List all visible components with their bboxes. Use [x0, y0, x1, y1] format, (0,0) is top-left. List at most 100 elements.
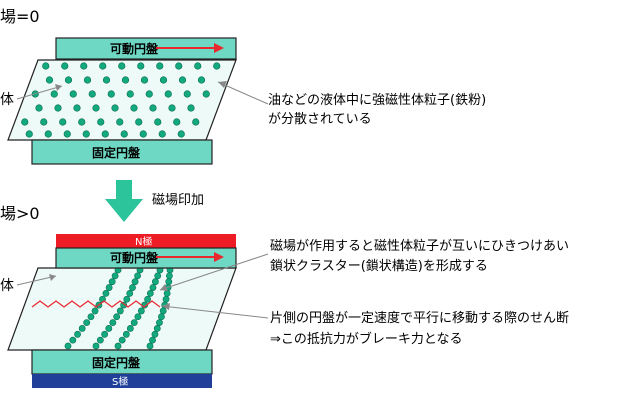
chain-particle: [158, 313, 165, 321]
dispersed-particle: [135, 118, 143, 126]
chain-leader-line: [159, 253, 269, 291]
dispersed-particle: [80, 62, 88, 70]
fluid-label-top: 体: [0, 92, 14, 108]
dispersed-particle: [175, 62, 183, 70]
dispersed-particle: [187, 104, 195, 112]
dispersed-particle: [197, 76, 206, 84]
chain-particle: [151, 330, 159, 338]
chain-particle: [137, 307, 145, 315]
dispersed-particle: [92, 104, 100, 112]
dispersed-particle: [40, 118, 48, 126]
chain-particle: [120, 301, 128, 309]
dispersed-particle: [145, 90, 153, 98]
top-heading: 場=0: [0, 7, 40, 26]
chain-particle: [91, 307, 99, 315]
chain-note-line-1: 磁場が作用すると磁性体粒子が互いにひきつけあい: [270, 239, 569, 254]
north-pole-label: N極: [135, 235, 152, 248]
chain-particle: [134, 272, 141, 280]
dispersed-particle: [213, 62, 221, 70]
chain-particle: [64, 342, 72, 350]
chain-particle: [131, 278, 139, 286]
dispersed-particle: [45, 76, 54, 84]
motion-arrow-top-icon: [156, 43, 224, 53]
shear-zigzag-line: [31, 300, 161, 308]
chain-particle: [126, 325, 134, 332]
dispersed-particle: [202, 90, 210, 98]
dispersed-particle: [130, 104, 138, 112]
chain-particle: [83, 319, 91, 327]
motion-arrow-bottom-icon: [156, 252, 224, 262]
dispersed-particle: [63, 130, 71, 138]
dispersed-particle: [50, 90, 58, 98]
dispersed-particle: [164, 90, 172, 98]
chain-particle: [105, 284, 113, 291]
dispersed-particle: [159, 76, 168, 84]
dispersed-particle: [192, 118, 200, 126]
shear-note-line-1: 片側の円盤が一定速度で平行に移動する際のせん断: [270, 310, 569, 326]
fluid-label-bottom: 体: [0, 278, 14, 294]
chain-note-line-2: 鎖状クラスター(鎖状構造)を形成する: [270, 258, 488, 274]
dispersion-note-line-2: が分散されている: [268, 112, 372, 127]
chain-particle: [159, 307, 167, 315]
chain-particle: [122, 330, 130, 338]
dispersed-particle: [178, 76, 187, 84]
dispersed-particle: [107, 90, 115, 98]
dispersed-particle: [154, 118, 162, 126]
chain-particle: [146, 289, 154, 297]
dispersed-particle: [54, 104, 62, 112]
fixed-disk-top-label: 固定円盤: [92, 145, 141, 160]
dispersed-particle: [102, 76, 111, 84]
chain-particle: [78, 325, 86, 332]
chain-particle: [129, 284, 136, 291]
dispersion-leader-line: [217, 81, 269, 105]
dispersed-particle: [140, 76, 149, 84]
chain-particle: [109, 319, 117, 327]
chain-particle: [101, 330, 109, 338]
chain-particle: [116, 307, 124, 315]
chain-particle: [108, 278, 116, 286]
dispersed-particle: [101, 130, 109, 138]
chain-particle: [69, 336, 77, 344]
dispersed-particle: [168, 104, 176, 112]
chain-particle: [154, 272, 162, 280]
moving-disk-top-label: 可動円盤: [110, 41, 159, 56]
dispersed-particle: [73, 104, 81, 112]
bottom-heading: 場>0: [0, 204, 40, 223]
dispersed-particle: [44, 130, 52, 138]
dispersed-particles: [21, 62, 221, 138]
north-pole-bar: [56, 234, 236, 248]
dispersed-particle: [61, 62, 69, 70]
dispersed-particle: [156, 62, 164, 70]
chain-particle: [134, 313, 142, 321]
chain-particle: [111, 272, 119, 280]
dispersed-particle: [111, 104, 119, 112]
dispersed-particle: [183, 90, 191, 98]
fluid-pointer-bottom-icon: [16, 274, 57, 286]
dispersed-particle: [69, 90, 77, 98]
dispersed-particle: [78, 118, 86, 126]
dispersed-particle: [173, 118, 181, 126]
fixed-disk-bottom-label: 固定円盤: [92, 355, 141, 370]
chain-particle: [118, 336, 126, 344]
chain-particle: [153, 325, 161, 332]
fixed-disk-bottom: [31, 349, 213, 375]
chain-particle: [144, 295, 151, 303]
shear-note-line-2: ⇒この抵抗力がブレーキ力となる: [270, 331, 463, 347]
dispersed-particle: [149, 104, 157, 112]
dispersed-particle: [137, 62, 145, 70]
moving-disk-bottom-label: 可動円盤: [110, 250, 159, 265]
chain-particle: [149, 336, 156, 344]
dispersed-particle: [64, 76, 73, 84]
dispersed-particle: [139, 130, 147, 138]
dispersed-particle: [83, 76, 92, 84]
moving-disk-bottom: [55, 247, 237, 269]
dispersed-particle: [116, 118, 124, 126]
chain-particle: [126, 289, 134, 297]
chain-particle: [96, 336, 104, 344]
chain-particle: [74, 330, 81, 338]
down-arrow-icon: [105, 180, 143, 222]
chain-particle: [149, 284, 157, 291]
dispersed-particle: [21, 118, 29, 126]
chain-particle: [113, 313, 121, 321]
